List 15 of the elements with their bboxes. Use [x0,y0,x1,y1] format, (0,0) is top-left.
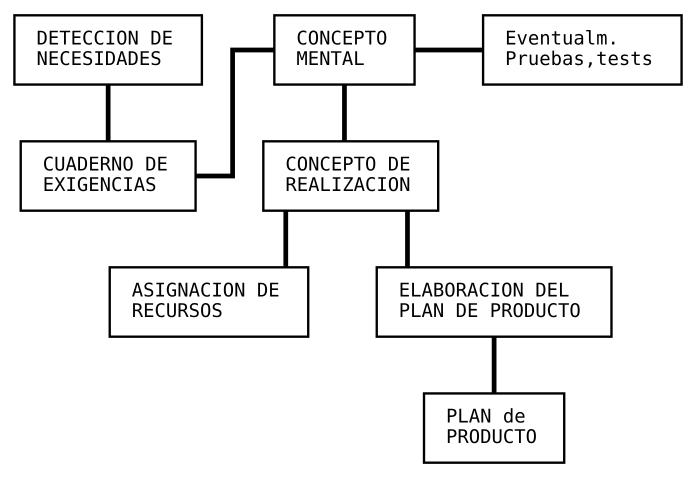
node-box: PLAN de PRODUCTO [422,392,566,464]
connector [106,84,111,141]
connector [405,210,410,267]
connector [342,84,347,141]
node-box: CONCEPTO DE REALIZACION [262,140,440,212]
node-box: Eventualm. Pruebas,tests [482,14,683,86]
node-box: ASIGNACION DE RECURSOS [108,266,310,338]
node-box: DETECCION DE NECESIDADES [13,14,204,86]
connector [492,336,496,393]
connector [196,47,274,178]
node-box: ELABORACION DEL PLAN DE PRODUCTO [376,266,613,338]
connector [283,210,288,267]
node-box: CUADERNO DE EXIGENCIAS [20,140,197,212]
connector [415,47,483,52]
node-box: CONCEPTO MENTAL [273,14,416,86]
